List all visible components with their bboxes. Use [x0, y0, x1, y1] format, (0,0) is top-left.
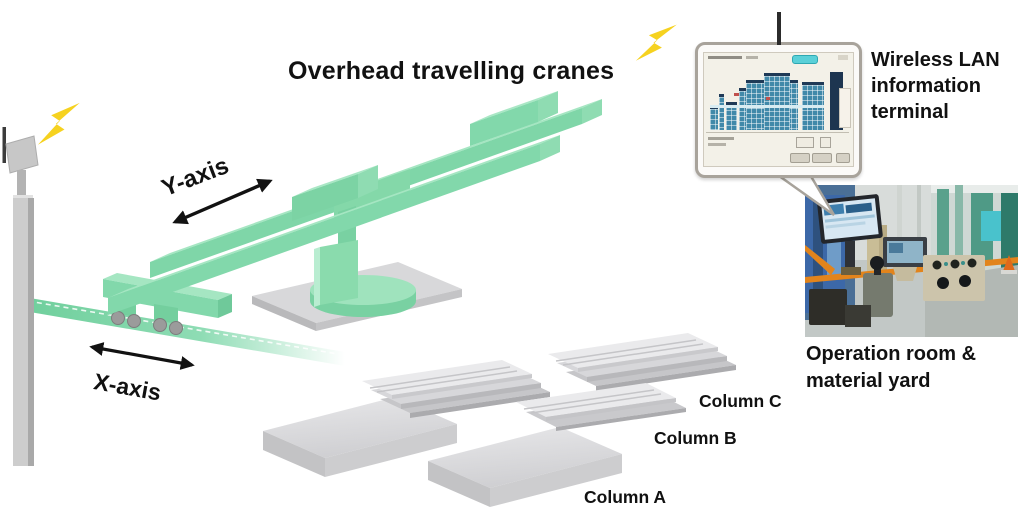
antenna-pole: [2, 127, 39, 466]
yard-plate-column-b: [516, 383, 686, 431]
page-title: Overhead travelling cranes: [288, 57, 615, 85]
operation-room-scene: [805, 185, 1018, 337]
yard-map-block: [726, 102, 737, 130]
yard-plate-stack-column-c: [548, 333, 736, 391]
screen-divider: [706, 132, 849, 133]
screen-field: [820, 137, 831, 148]
traffic-cone: [1003, 255, 1015, 271]
operation-room-caption: Operation room & material yard: [806, 343, 977, 392]
overhead-crane: [103, 91, 602, 335]
yard-map-block: [719, 94, 724, 130]
column-a-label: Column A: [584, 487, 666, 507]
y-axis-arrow: [172, 178, 273, 225]
antenna-icon: [777, 12, 781, 45]
screen-teal-button: [792, 55, 818, 64]
screen-button: [790, 153, 810, 163]
yard-map-block: [710, 106, 718, 130]
yard-map-block: [739, 88, 746, 130]
antenna-icon: [2, 127, 6, 163]
crane-end-block: [470, 91, 558, 146]
yard-map-marker: [734, 93, 739, 96]
operation-room-photo: [805, 185, 1018, 337]
yard-map-aisle: [710, 105, 824, 108]
wireless-terminal-caption: Wireless LAN information terminal: [871, 49, 1000, 123]
screen-status-text: [708, 143, 726, 146]
screen-menu-text: [746, 56, 758, 59]
column-b-label: Column B: [654, 428, 737, 448]
yard-map-side-panel: [839, 88, 851, 128]
screen-field: [796, 137, 814, 148]
yard-plate-stack: [362, 360, 550, 418]
screen-menu-text: [708, 56, 742, 59]
screen-button: [812, 153, 832, 163]
yard-slab: [428, 427, 622, 507]
yard-map-marker: [766, 97, 770, 100]
crane-trolley: [292, 165, 378, 221]
cabin-monitor: [817, 194, 883, 244]
terminal-screen: [703, 52, 854, 167]
crane-girder-front: [108, 135, 560, 315]
lightning-bolt-icon: [37, 102, 80, 145]
lightning-bolt-icon: [635, 24, 677, 61]
screen-corner-widget: [838, 55, 848, 60]
cabin-small-display: [883, 237, 927, 281]
yard-map: [706, 64, 851, 130]
screen-button: [836, 153, 850, 163]
x-axis-arrow: [89, 342, 195, 370]
wireless-terminal-monitor: [695, 12, 862, 178]
x-axis-rail: [24, 297, 345, 366]
yard-map-block: [764, 73, 790, 130]
screen-status-text: [708, 137, 734, 140]
control-console: [923, 255, 985, 301]
column-c-label: Column C: [699, 391, 782, 411]
